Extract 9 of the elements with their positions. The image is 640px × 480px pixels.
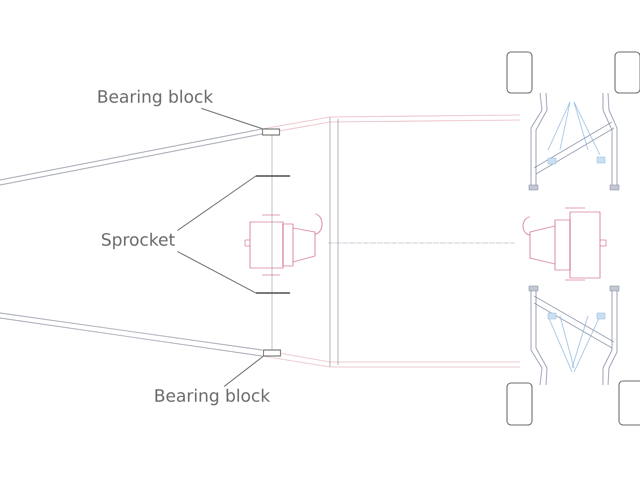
bearing-block [263, 350, 281, 356]
leader-line [176, 176, 256, 231]
leader-line [224, 356, 264, 387]
bearing-block [262, 128, 280, 136]
part-label: Bearing block [156, 388, 270, 406]
part-label: Bearing block [98, 90, 214, 106]
part-label: Sprocket [102, 232, 175, 250]
leader-line [200, 108, 263, 130]
leader-line [176, 251, 256, 294]
